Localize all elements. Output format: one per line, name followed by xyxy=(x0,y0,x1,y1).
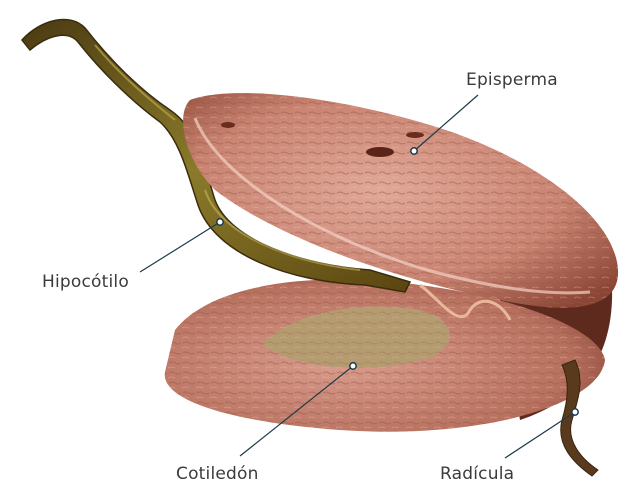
label-hipocotilo: Hipocótilo xyxy=(42,272,129,292)
label-cotiledon: Cotiledón xyxy=(176,464,259,484)
label-radicula: Radícula xyxy=(440,464,514,484)
anchor-radicula xyxy=(572,409,578,415)
upper-seed-half xyxy=(183,93,618,308)
anchor-episperma xyxy=(411,148,417,154)
anchor-hipocotilo xyxy=(217,219,223,225)
anchor-cotiledon xyxy=(350,363,356,369)
label-episperma: Episperma xyxy=(466,70,558,90)
leader-hipocotilo xyxy=(140,222,220,272)
